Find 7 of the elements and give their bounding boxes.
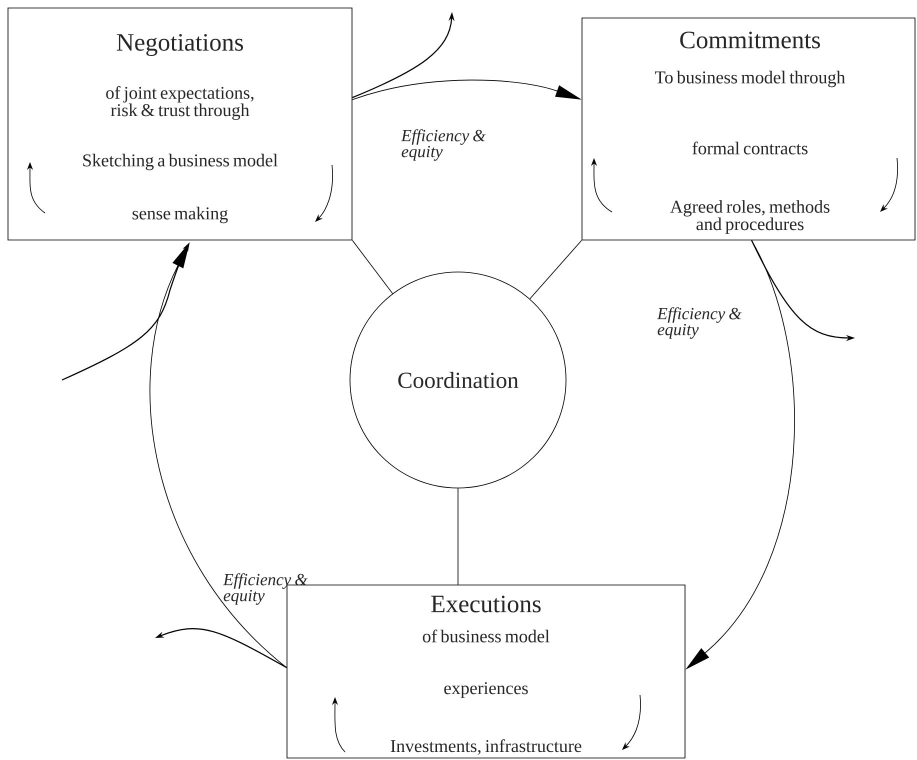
process-box: Executions of business model experiences Investments, infrastructure — [286, 584, 686, 758]
edge-label: Efficiency & equity — [657, 307, 742, 339]
edge-label: Efficiency & equity — [401, 129, 486, 161]
connector-line — [352, 240, 394, 294]
process-box: Commitments To business model through formal contracts Agreed roles, methods and procedures — [582, 18, 916, 240]
process-box: Negotiations of joint expectations, risk & trust through Sketching a business model sense making — [8, 8, 352, 240]
connector-line — [529, 240, 582, 300]
